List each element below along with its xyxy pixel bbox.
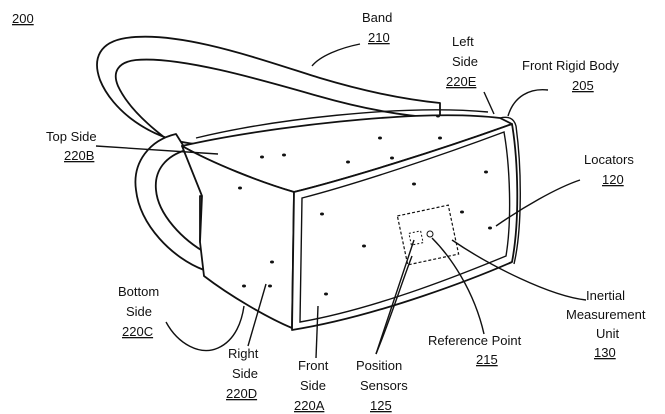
locator-dot (390, 157, 394, 160)
locator-dot (260, 156, 264, 159)
imu-label-3: Unit (596, 326, 620, 341)
imu-label-2: Measurement (566, 307, 646, 322)
locator-dot (270, 261, 274, 264)
locator-dot (488, 227, 492, 230)
locator-dot (268, 285, 272, 288)
front-side-label-2: Side (300, 378, 326, 393)
left-side-label-2: Side (452, 54, 478, 69)
right-side-label-1: Right (228, 346, 259, 361)
front-rigid-body-ref: 205 (572, 78, 594, 93)
front-side-ref: 220A (294, 398, 325, 413)
locator-dot (412, 183, 416, 186)
left-side-label-1: Left (452, 34, 474, 49)
reference-point-ref: 215 (476, 352, 498, 367)
imu-label-1: Inertial (586, 288, 625, 303)
bottom-side-label-2: Side (126, 304, 152, 319)
right-side-ref: 220D (226, 386, 257, 401)
band-ref: 210 (368, 30, 390, 45)
locator-dot (242, 285, 246, 288)
top-side-label: Top Side (46, 129, 97, 144)
position-sensors-label-1: Position (356, 358, 402, 373)
locator-dot (436, 115, 440, 118)
front-rigid-body-label: Front Rigid Body (522, 58, 619, 73)
locator-dot (238, 187, 242, 190)
locator-dot (484, 171, 488, 174)
position-sensors-ref: 125 (370, 398, 392, 413)
locator-dot (282, 154, 286, 157)
bottom-side-label-1: Bottom (118, 284, 159, 299)
locator-dot (362, 245, 366, 248)
imu-ref: 130 (594, 345, 616, 360)
bottom-side-ref: 220C (122, 324, 153, 339)
locator-dot (378, 137, 382, 140)
reference-point-label: Reference Point (428, 333, 522, 348)
locator-dot (438, 137, 442, 140)
right-side-label-2: Side (232, 366, 258, 381)
leader-band (312, 44, 360, 66)
figure-number: 200 (12, 11, 34, 26)
left-side-ref: 220E (446, 74, 477, 89)
leader-left-side (484, 92, 494, 114)
top-side-ref: 220B (64, 148, 94, 163)
headset-illustration (96, 37, 586, 358)
band-label: Band (362, 10, 392, 25)
locator-dot (320, 213, 324, 216)
locators-ref: 120 (602, 172, 624, 187)
leader-bottom-side (166, 306, 244, 350)
locators-label: Locators (584, 152, 634, 167)
locator-dot (324, 293, 328, 296)
locator-dot (460, 211, 464, 214)
front-side-label-1: Front (298, 358, 329, 373)
position-sensors-label-2: Sensors (360, 378, 408, 393)
locator-dot (346, 161, 350, 164)
leader-front-rigid-body (508, 90, 548, 116)
